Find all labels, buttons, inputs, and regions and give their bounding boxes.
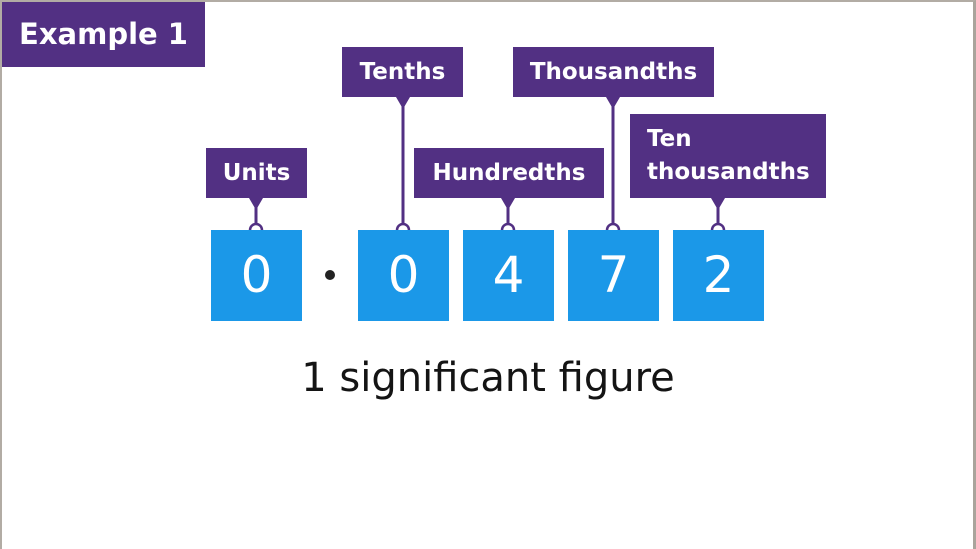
label-ten-thousandths: Ten thousandths [630, 114, 826, 198]
digit-tenths: 0 [358, 230, 449, 321]
digit-thousandths: 7 [568, 230, 659, 321]
example-title: Example 1 [2, 2, 205, 67]
label-units: Units [206, 148, 307, 198]
decimal-point [325, 270, 335, 280]
caption: 1 significant figure [301, 355, 675, 401]
digit-hundredths: 4 [463, 230, 554, 321]
label-hundredths: Hundredths [414, 148, 604, 198]
label-tenths: Tenths [342, 47, 463, 97]
label-thousandths: Thousandths [513, 47, 714, 97]
digit-units: 0 [211, 230, 302, 321]
digit-ten-thousandths: 2 [673, 230, 764, 321]
label-ten-thousandths-line2: thousandths [647, 159, 810, 185]
label-ten-thousandths-line1: Ten [647, 126, 692, 152]
